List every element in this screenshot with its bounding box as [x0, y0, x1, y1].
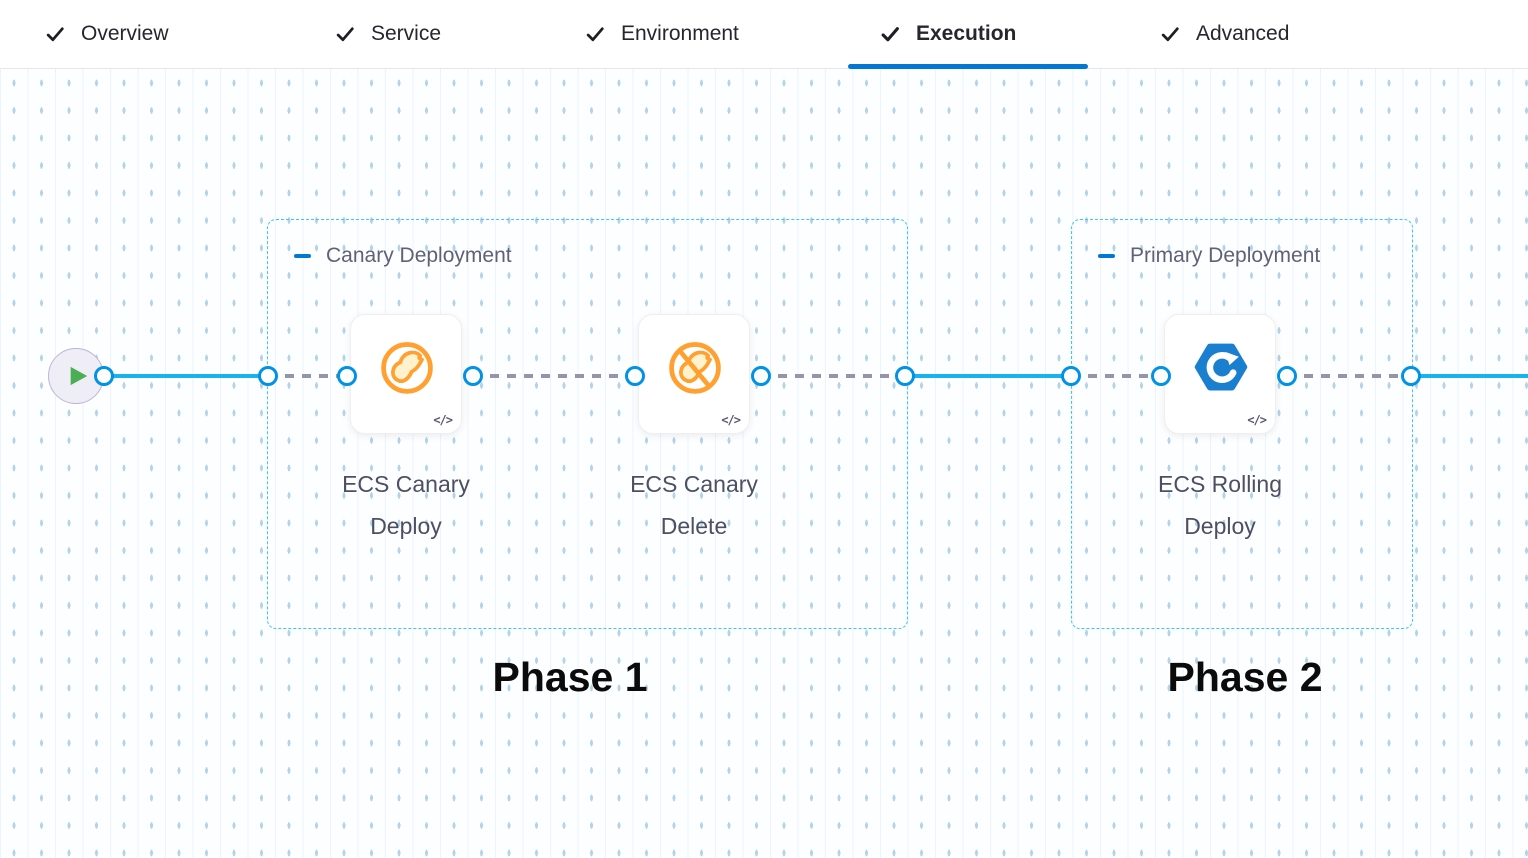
check-icon: [586, 26, 604, 41]
connector-node[interactable]: [94, 366, 114, 386]
group-label: Canary Deployment: [326, 244, 512, 267]
flow-line-dashed: [1287, 374, 1411, 378]
flow-line: [104, 374, 268, 378]
check-icon: [881, 26, 899, 41]
tab-environment[interactable]: Environment: [585, 0, 739, 68]
connector-node[interactable]: [337, 366, 357, 386]
check-icon: [1161, 26, 1179, 41]
tab-advanced[interactable]: Advanced: [1160, 0, 1289, 68]
ecs-rolling-deploy-icon: [1194, 343, 1248, 391]
group-header: Primary Deployment: [1098, 244, 1320, 268]
ecs-canary-delete-icon: [669, 342, 721, 394]
flow-line-dashed: [268, 374, 347, 378]
connector-node[interactable]: [1151, 366, 1171, 386]
flow-line-dashed: [473, 374, 635, 378]
connector-node[interactable]: [1061, 366, 1081, 386]
pipeline-stage-tabbar: Overview Service Environment Execution A…: [0, 0, 1528, 69]
connector-node[interactable]: [625, 366, 645, 386]
active-tab-underline: [848, 64, 1088, 69]
step-card-ecs-canary-deploy[interactable]: </>: [350, 314, 462, 434]
tab-label: Advanced: [1196, 22, 1290, 45]
step-card-ecs-canary-delete[interactable]: </>: [638, 314, 750, 434]
pipeline-canvas[interactable]: Canary Deployment Primary Deployment: [0, 69, 1528, 858]
connector-node[interactable]: [1277, 366, 1297, 386]
check-icon: [46, 26, 64, 41]
connector-node[interactable]: [258, 366, 278, 386]
tab-service[interactable]: Service: [335, 0, 441, 68]
tab-label: Service: [371, 22, 442, 45]
collapse-group-icon[interactable]: [1098, 254, 1115, 258]
flow-line: [905, 374, 1071, 378]
tab-label: Environment: [621, 22, 739, 45]
group-label: Primary Deployment: [1130, 244, 1321, 267]
phase-label-1: Phase 1: [492, 654, 648, 700]
stage-group-canary-deployment: Canary Deployment: [267, 219, 908, 629]
step-card-ecs-rolling-deploy[interactable]: </>: [1164, 314, 1276, 434]
tab-label: Execution: [916, 22, 1017, 45]
connector-node[interactable]: [1401, 366, 1421, 386]
tab-label: Overview: [81, 22, 169, 45]
step-name: ECS Canary Deploy: [342, 471, 470, 539]
tab-execution[interactable]: Execution: [880, 0, 1016, 68]
connector-node[interactable]: [463, 366, 483, 386]
step-name: ECS Rolling Deploy: [1158, 471, 1282, 539]
play-icon: [70, 366, 88, 386]
connector-node[interactable]: [751, 366, 771, 386]
tab-overview[interactable]: Overview: [45, 0, 169, 68]
code-icon[interactable]: </>: [721, 413, 741, 427]
flow-line-dashed: [1071, 374, 1161, 378]
group-header: Canary Deployment: [294, 244, 512, 268]
check-icon: [336, 26, 354, 41]
flow-line: [1411, 374, 1528, 378]
step-name: ECS Canary Delete: [630, 471, 758, 539]
stage-group-primary-deployment: Primary Deployment: [1071, 219, 1413, 629]
code-icon[interactable]: </>: [1247, 413, 1267, 427]
connector-node[interactable]: [895, 366, 915, 386]
code-icon[interactable]: </>: [433, 413, 453, 427]
phase-label-2: Phase 2: [1167, 654, 1323, 700]
flow-line-dashed: [761, 374, 905, 378]
ecs-canary-deploy-icon: [381, 342, 433, 394]
collapse-group-icon[interactable]: [294, 254, 311, 258]
